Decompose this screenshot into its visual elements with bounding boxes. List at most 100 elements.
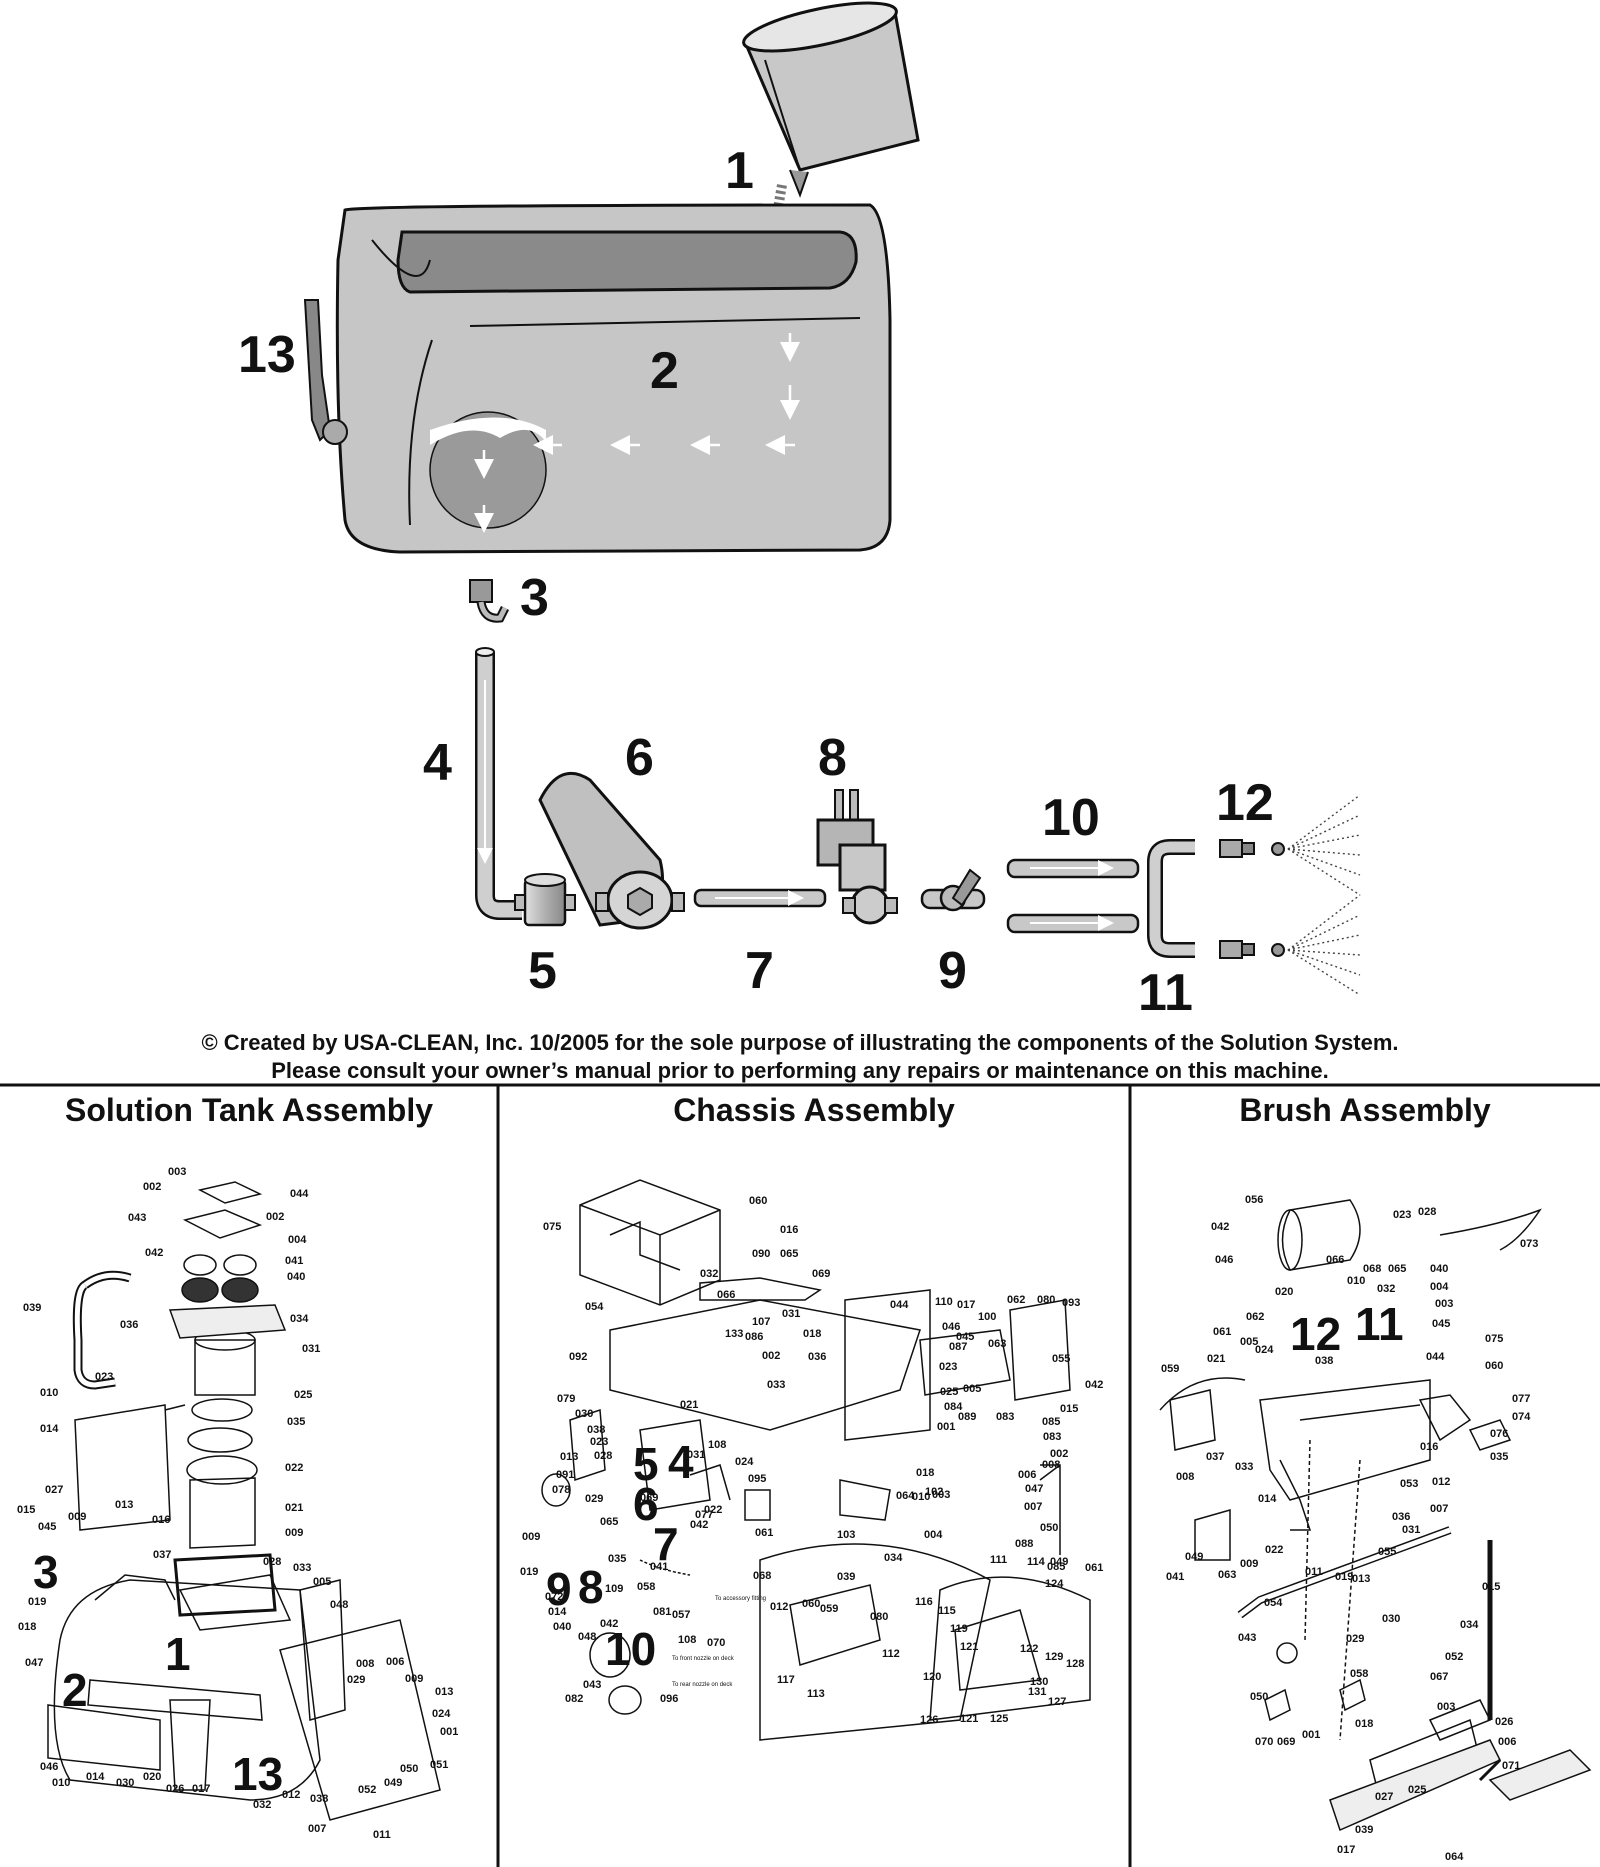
part-number-label: 010 [40,1387,58,1399]
part-number-label: 029 [347,1674,365,1686]
part-number-label: 126 [920,1714,938,1726]
part-number-label: 017 [192,1783,210,1795]
part-number-label: 034 [884,1552,903,1564]
part-number-label: 072 [545,1591,563,1603]
part-number-label: 004 [1430,1281,1449,1293]
part-number-label: 038 [310,1793,328,1805]
part-number-label: 007 [1430,1503,1448,1515]
part-number-label: 032 [1377,1283,1395,1295]
part-number-label: 121 [960,1713,978,1725]
part-number-label: 055 [1378,1546,1396,1558]
part-number-label: 025 [1408,1784,1426,1796]
part-number-label: 010 [52,1777,70,1789]
part-number-label: 042 [600,1618,618,1630]
part-number-label: 024 [432,1708,451,1720]
part-number-label: 001 [440,1726,458,1738]
callout-5: 5 [528,942,557,1000]
part-number-label: 039 [1355,1824,1373,1836]
part-number-label: 028 [1418,1206,1436,1218]
part-number-label: 042 [690,1519,708,1531]
part-number-label: 002 [762,1350,780,1362]
part-number-label: 074 [1512,1411,1531,1423]
part-number-label: 125 [990,1713,1008,1725]
part-number-label: 043 [1238,1632,1256,1644]
part-number-label: 041 [1166,1571,1184,1583]
part-number-label: 021 [680,1399,698,1411]
part-number-label: 046 [1215,1254,1233,1266]
part-number-label: 015 [17,1504,35,1516]
part-number-label: 008 [1176,1471,1194,1483]
part-number-label: 089 [958,1411,976,1423]
part-number-label: 021 [1207,1353,1225,1365]
part-number-label: 060 [802,1598,820,1610]
part-number-label: 012 [282,1789,300,1801]
part-number-label: 068 [1363,1263,1381,1275]
part-number-label: 061 [1085,1562,1103,1574]
part-number-label: 015 [1482,1581,1500,1593]
part-number-label: 075 [1485,1333,1503,1345]
panel-frames [0,1083,1600,1867]
part-number-label: 026 [166,1783,184,1795]
part-number-label: 028 [263,1556,281,1568]
part-number-label: 069 [1277,1736,1295,1748]
part-number-label: 002 [266,1211,284,1223]
callout-3: 3 [520,569,549,627]
part-number-label: 091 [556,1469,574,1481]
part-number-label: 070 [707,1637,725,1649]
part-number-label: 060 [1485,1360,1503,1372]
part-number-label: 047 [1025,1483,1043,1495]
part-number-label: 014 [40,1423,59,1435]
part-number-label: 001 [937,1421,955,1433]
part-number-label: 036 [1392,1511,1410,1523]
part-number-label: 008 [356,1658,374,1670]
spray-tips-12 [1219,794,1361,996]
part-number-label: 068 [753,1570,771,1582]
part-number-label: 049 [1185,1551,1203,1563]
solution-tank-illustration [303,203,892,554]
chassis-assembly-drawing [541,1179,1091,1741]
part-number-label: 005 [1240,1336,1258,1348]
part-number-label: 082 [565,1693,583,1705]
part-number-label: 050 [400,1763,418,1775]
part-number-label: 009 [1240,1558,1258,1570]
callout-7: 7 [745,942,774,1000]
part-number-label: 088 [1015,1538,1033,1550]
part-number-label: 045 [1432,1318,1450,1330]
callout-11: 11 [1138,964,1193,1022]
part-number-label: 011 [1305,1566,1323,1578]
brush-assembly-drawing [1159,1199,1592,1832]
callout-10: 10 [1042,789,1100,847]
part-number-label: 009 [285,1527,303,1539]
part-number-label: 066 [1326,1254,1344,1266]
part-number-label: 043 [128,1212,146,1224]
part-number-label: 059 [1161,1363,1179,1375]
tank-callout-3: 3 [33,1546,59,1598]
part-number-label: 032 [700,1268,718,1280]
part-number-label: 026 [1495,1716,1513,1728]
part-number-label: 013 [1352,1573,1370,1585]
part-number-label: 063 [988,1338,1006,1350]
part-number-label: 021 [285,1502,303,1514]
part-number-label: 128 [1066,1658,1084,1670]
part-number-label: 013 [115,1499,133,1511]
part-number-label: 087 [949,1341,967,1353]
callout-9: 9 [938,942,967,1000]
part-number-label: 038 [1315,1355,1333,1367]
chassis-callout-4: 4 [668,1436,694,1488]
part-number-label: 038 [587,1424,605,1436]
part-number-label: 037 [153,1549,171,1561]
panel-title-solution-tank: Solution Tank Assembly [64,1092,434,1128]
note-accessory-fitting: To accessory fitting [715,1596,766,1602]
part-number-label: 041 [650,1561,668,1573]
part-number-label: 001 [1302,1729,1320,1741]
part-number-label: 003 [1435,1298,1453,1310]
part-number-label: 034 [1460,1619,1479,1631]
part-number-label: 031 [782,1308,800,1320]
part-number-label: 120 [923,1671,941,1683]
note-front-nozzle: To front nozzle on deck [672,1656,735,1662]
part-number-label: 041 [285,1255,303,1267]
part-number-label: 085 [1042,1416,1060,1428]
part-number-label: 039 [23,1302,41,1314]
strainer-5 [514,873,576,927]
part-number-label: 005 [313,1576,331,1588]
